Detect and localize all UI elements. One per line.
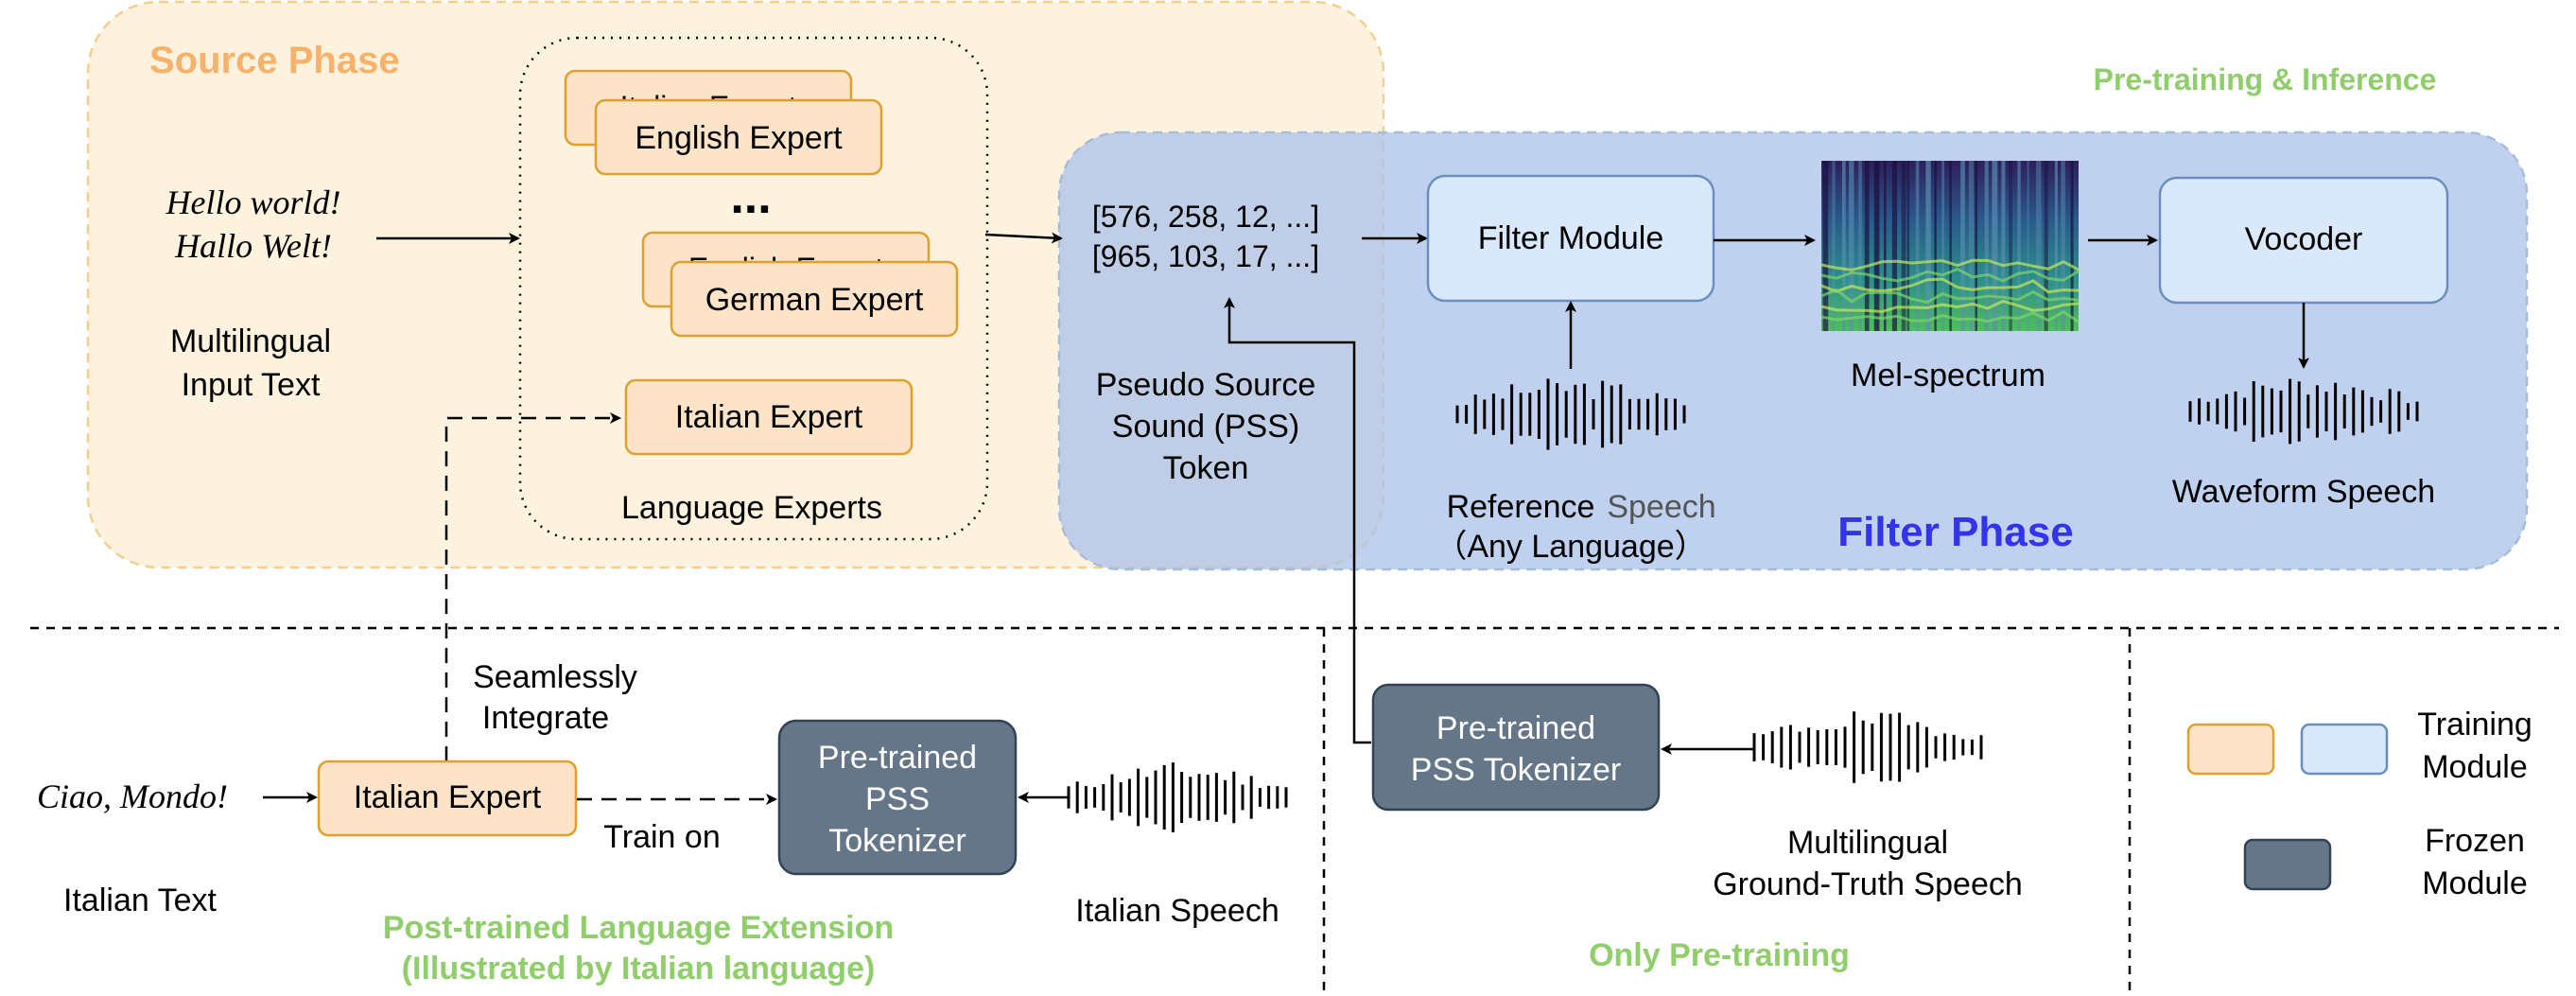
pss-caption-line-1: Pseudo Source (1096, 367, 1316, 403)
input-caption-line-2: Input Text (182, 367, 321, 403)
waveform-speech-caption: Waveform Speech (2172, 474, 2435, 510)
only-pretraining-label: Only Pre-training (1589, 937, 1850, 973)
italian-expert-label: Italian Expert (354, 779, 542, 815)
pss-token-line-1: [576, 258, 12, ...] (1092, 200, 1319, 234)
reference-waveform (1455, 378, 1686, 450)
legend-frozen-line-2: Module (2422, 865, 2528, 901)
reference-caption-word-1: Reference (1447, 489, 1595, 525)
seamless-label-line-1: Seamlessly (473, 659, 637, 695)
gt-speech-caption-line-2: Ground-Truth Speech (1713, 866, 2023, 902)
tokenizer-ext-line-1: Pre-trained (818, 740, 977, 776)
train-on-label: Train on (603, 819, 720, 855)
reference-caption-word-2: Speech (1607, 489, 1715, 525)
expert-label-english: English Expert (635, 120, 843, 156)
legend-frozen-swatch (2243, 838, 2332, 891)
extension-section-label-line-1: Post-trained Language Extension (383, 910, 894, 946)
pss-caption-line-2: Sound (PSS) (1112, 409, 1299, 445)
language-experts-caption: Language Experts (621, 490, 882, 526)
arrow-experts-to-tokens (984, 232, 1063, 244)
italian-speech-waveform (1067, 762, 1288, 832)
expert-card-english (594, 98, 883, 176)
pss-caption-line-3: Token (1163, 450, 1249, 486)
reference-caption-line-2: （Any Language） (1435, 529, 1706, 565)
experts-ellipsis: ... (730, 169, 771, 224)
pretraining-inference-label: Pre-training & Inference (2094, 62, 2437, 96)
input-caption-line-1: Multilingual (170, 323, 331, 359)
tokenizer-pre-line-1: Pre-trained (1436, 710, 1595, 746)
pss-tokenizer-box-pretrain (1371, 683, 1661, 812)
gt-speech-caption-line-1: Multilingual (1787, 825, 1948, 861)
italian-input-text: Ciao, Mondo! (37, 778, 228, 815)
arrow-tokenizer-to-pss-token (1224, 297, 1371, 744)
tokenizer-ext-line-3: Tokenizer (828, 823, 966, 859)
legend-training-line-2: Module (2422, 749, 2528, 785)
expert-card-italian-new (624, 378, 914, 456)
source-phase-title: Source Phase (149, 40, 400, 81)
tokenizer-ext-line-2: PSS (865, 781, 930, 817)
mel-spectrum-caption: Mel-spectrum (1851, 358, 2045, 393)
tokenizer-pre-line-2: PSS Tokenizer (1411, 752, 1621, 788)
italian-speech-caption: Italian Speech (1075, 893, 1279, 929)
output-waveform (2188, 378, 2419, 445)
legend-training-line-1: Training (2417, 707, 2532, 743)
pss-token-line-2: [965, 103, 17, ...] (1092, 239, 1319, 273)
legend-training-swatch-blue (2300, 723, 2389, 776)
input-text-line-2: Hallo Welt! (174, 227, 332, 265)
expert-label-italian-new: Italian Expert (675, 399, 863, 435)
mel-spectrogram (1820, 161, 2080, 331)
input-text-line-1: Hello world! (165, 183, 341, 221)
pss-tokenizer-box-extension (777, 719, 1018, 876)
vocoder-label: Vocoder (2245, 221, 2363, 257)
italian-expert-box (317, 760, 578, 837)
ground-truth-speech-waveform (1752, 711, 1983, 783)
filter-phase-title: Filter Phase (1837, 509, 2073, 555)
legend-training-swatch-orange (2186, 723, 2275, 776)
filter-module-label: Filter Module (1478, 220, 1664, 256)
expert-label-german: German Expert (705, 282, 924, 318)
seamless-label-line-2: Integrate (482, 700, 609, 736)
expert-card-german (670, 260, 959, 338)
legend-frozen-line-1: Frozen (2425, 823, 2525, 859)
extension-section-label-line-2: (Illustrated by Italian language) (402, 951, 876, 987)
italian-text-caption: Italian Text (63, 882, 217, 918)
